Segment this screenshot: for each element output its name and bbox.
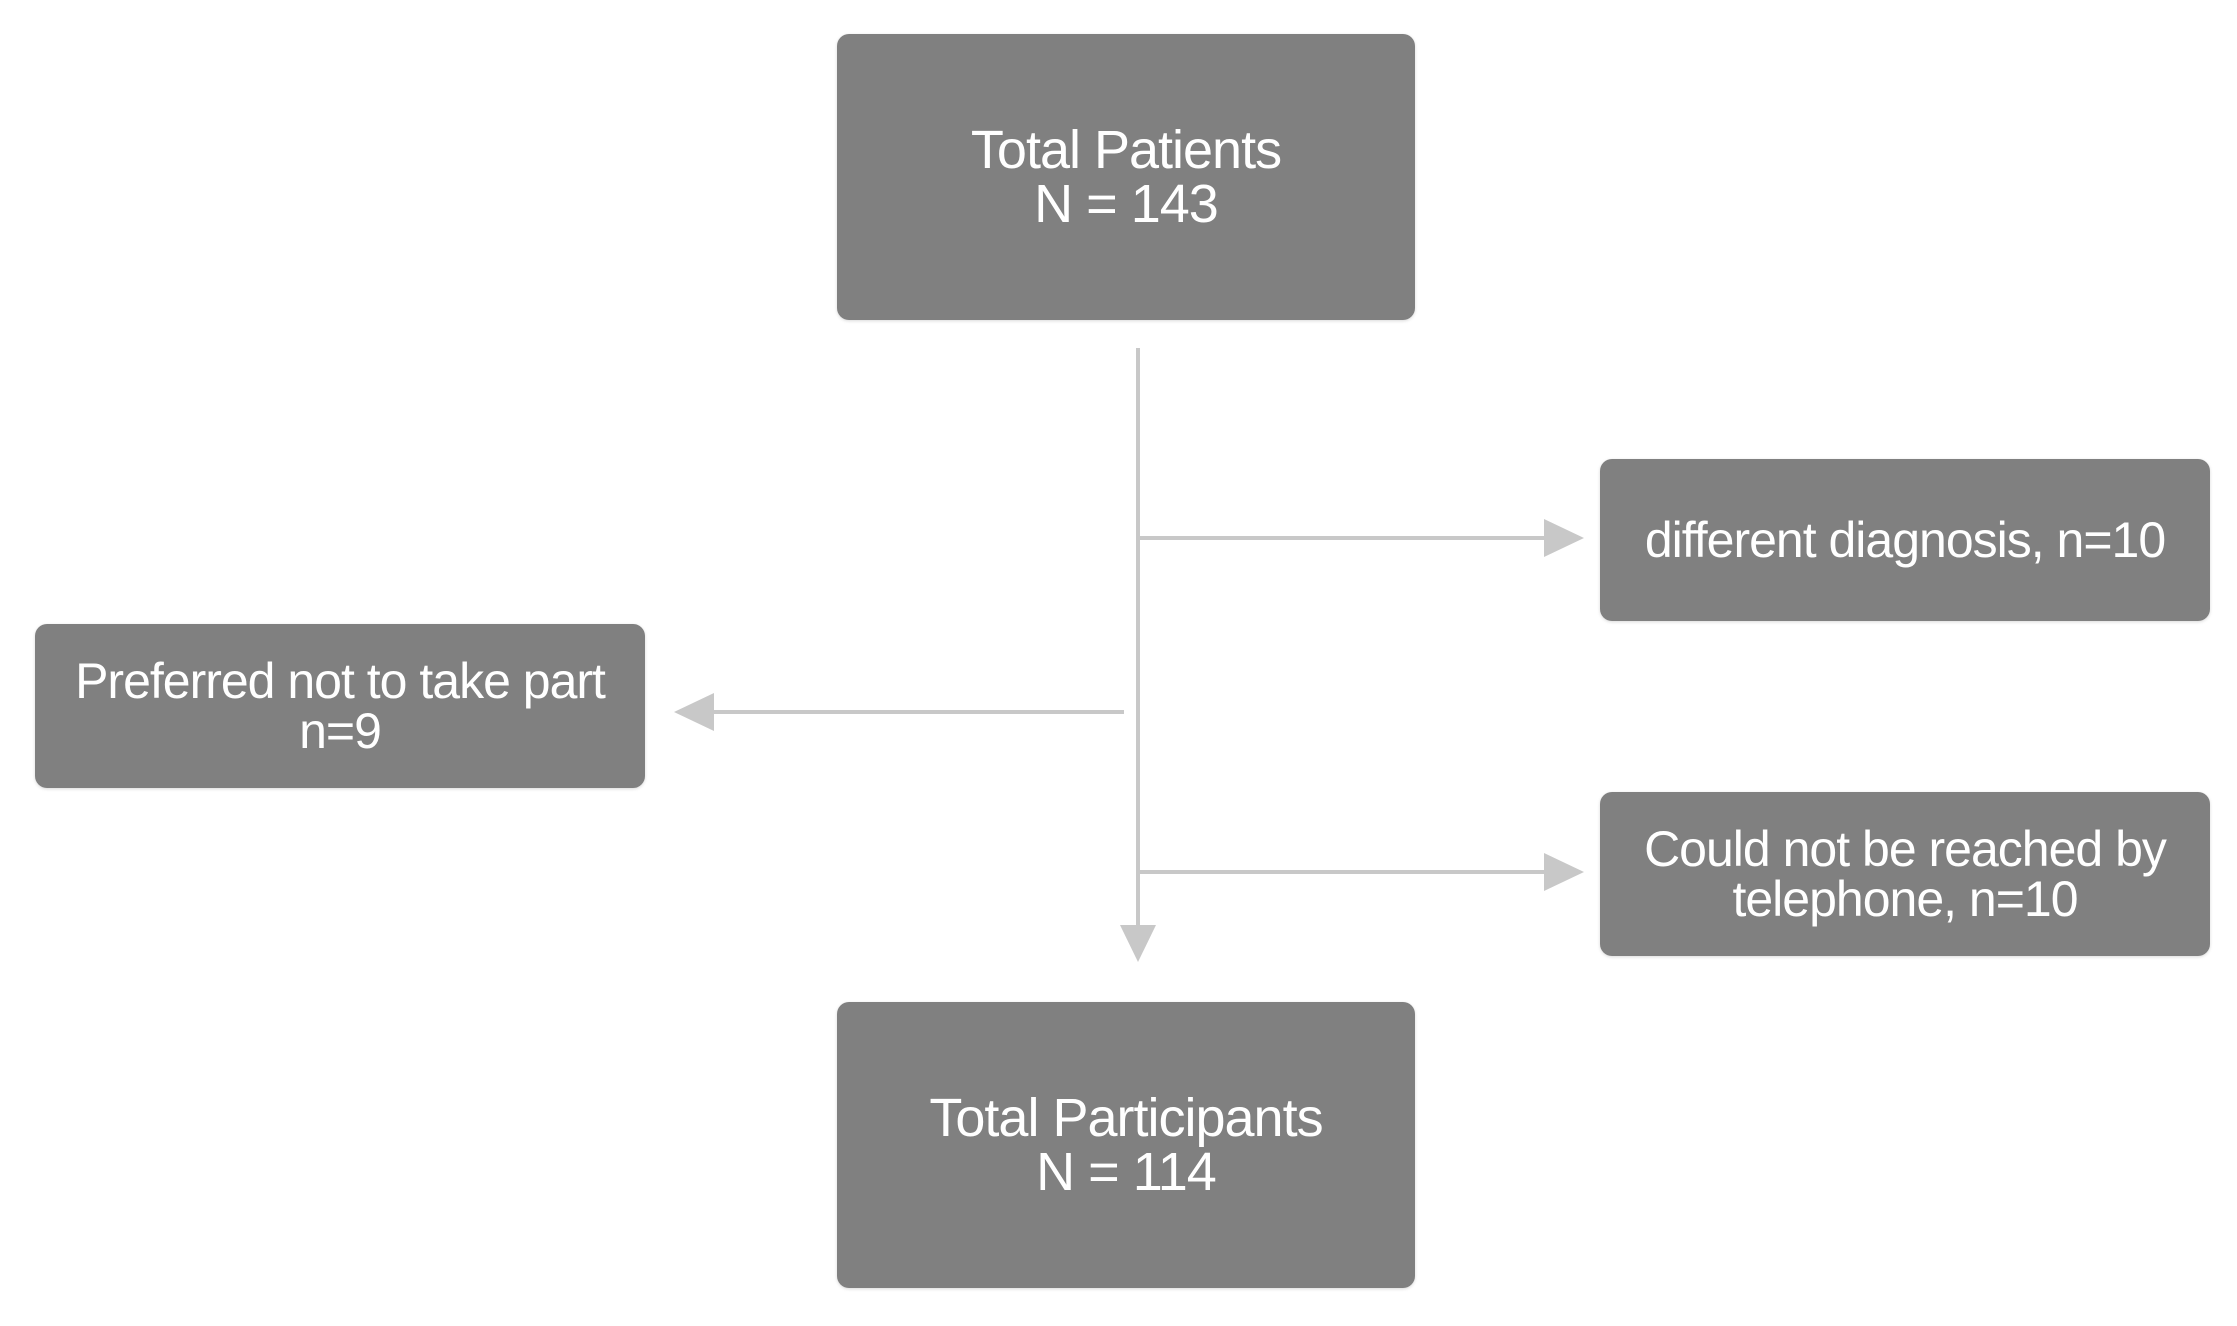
preferred-not-count: n=9 [299,703,382,759]
total-patients-title: Total Patients [970,120,1282,180]
not-reached-count: telephone, n=10 [1732,871,2078,927]
total-patients-box: Total Patients N = 143 [837,34,1415,320]
total-participants-count: N = 114 [1036,1142,1217,1202]
different-diagnosis-box: different diagnosis, n=10 [1600,459,2210,621]
total-patients-count: N = 143 [1034,174,1219,234]
not-reached-box: Could not be reached by telephone, n=10 [1600,792,2210,956]
arrowhead-to-diagnosis [1544,519,1584,557]
total-participants-box: Total Participants N = 114 [837,1002,1415,1288]
preferred-not-box: Preferred not to take part n=9 [35,624,645,788]
total-participants-title: Total Participants [929,1088,1323,1148]
arrowhead-to-telephone [1544,853,1584,891]
different-diagnosis-label: different diagnosis, n=10 [1644,512,2166,568]
arrowhead-to-preferred [674,693,714,731]
not-reached-label: Could not be reached by [1644,821,2167,877]
preferred-not-label: Preferred not to take part [75,653,606,709]
arrowhead-to-participants [1120,925,1156,962]
